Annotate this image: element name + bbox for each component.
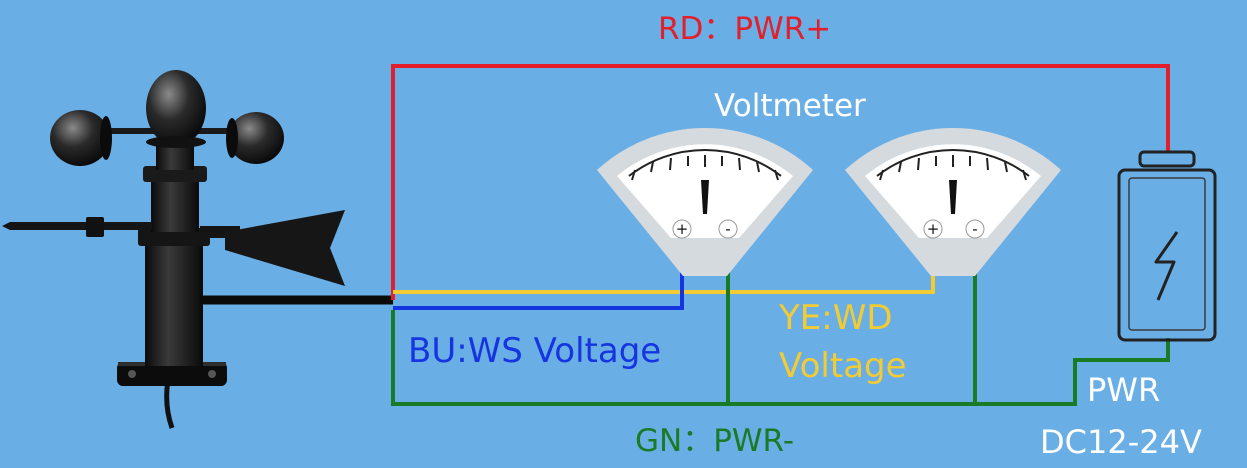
green-wire-label: GN：PWR-	[635, 423, 795, 459]
minus-label-2: -	[972, 220, 977, 238]
positive-terminal-1	[672, 219, 692, 239]
negative-terminal-1	[718, 219, 738, 239]
red-wire	[391, 64, 1170, 300]
blue-wire-label: BU:WS Voltage	[408, 331, 662, 371]
positive-terminal-2	[923, 219, 943, 239]
plus-label-1: +	[676, 220, 689, 238]
voltmeter-title: Voltmeter	[714, 88, 866, 124]
blue-wire	[393, 236, 684, 310]
yellow-wire-label: YE:WD	[779, 298, 893, 338]
power-voltage-label: DC12-24V	[1040, 423, 1202, 461]
power-label: PWR	[1087, 371, 1161, 409]
minus-label-1: -	[725, 220, 730, 238]
yellow-wire-label-2: Voltage	[779, 346, 907, 386]
green-wire	[391, 310, 1170, 406]
voltmeter-icon: + -	[597, 128, 813, 276]
anemometer-icon	[2, 70, 345, 429]
voltmeter-icon: + -	[845, 128, 1061, 276]
negative-terminal-2	[965, 219, 985, 239]
plus-label-2: +	[927, 220, 940, 238]
red-wire-label: RD：PWR+	[658, 11, 832, 47]
battery-lightning-icon	[1117, 150, 1217, 342]
